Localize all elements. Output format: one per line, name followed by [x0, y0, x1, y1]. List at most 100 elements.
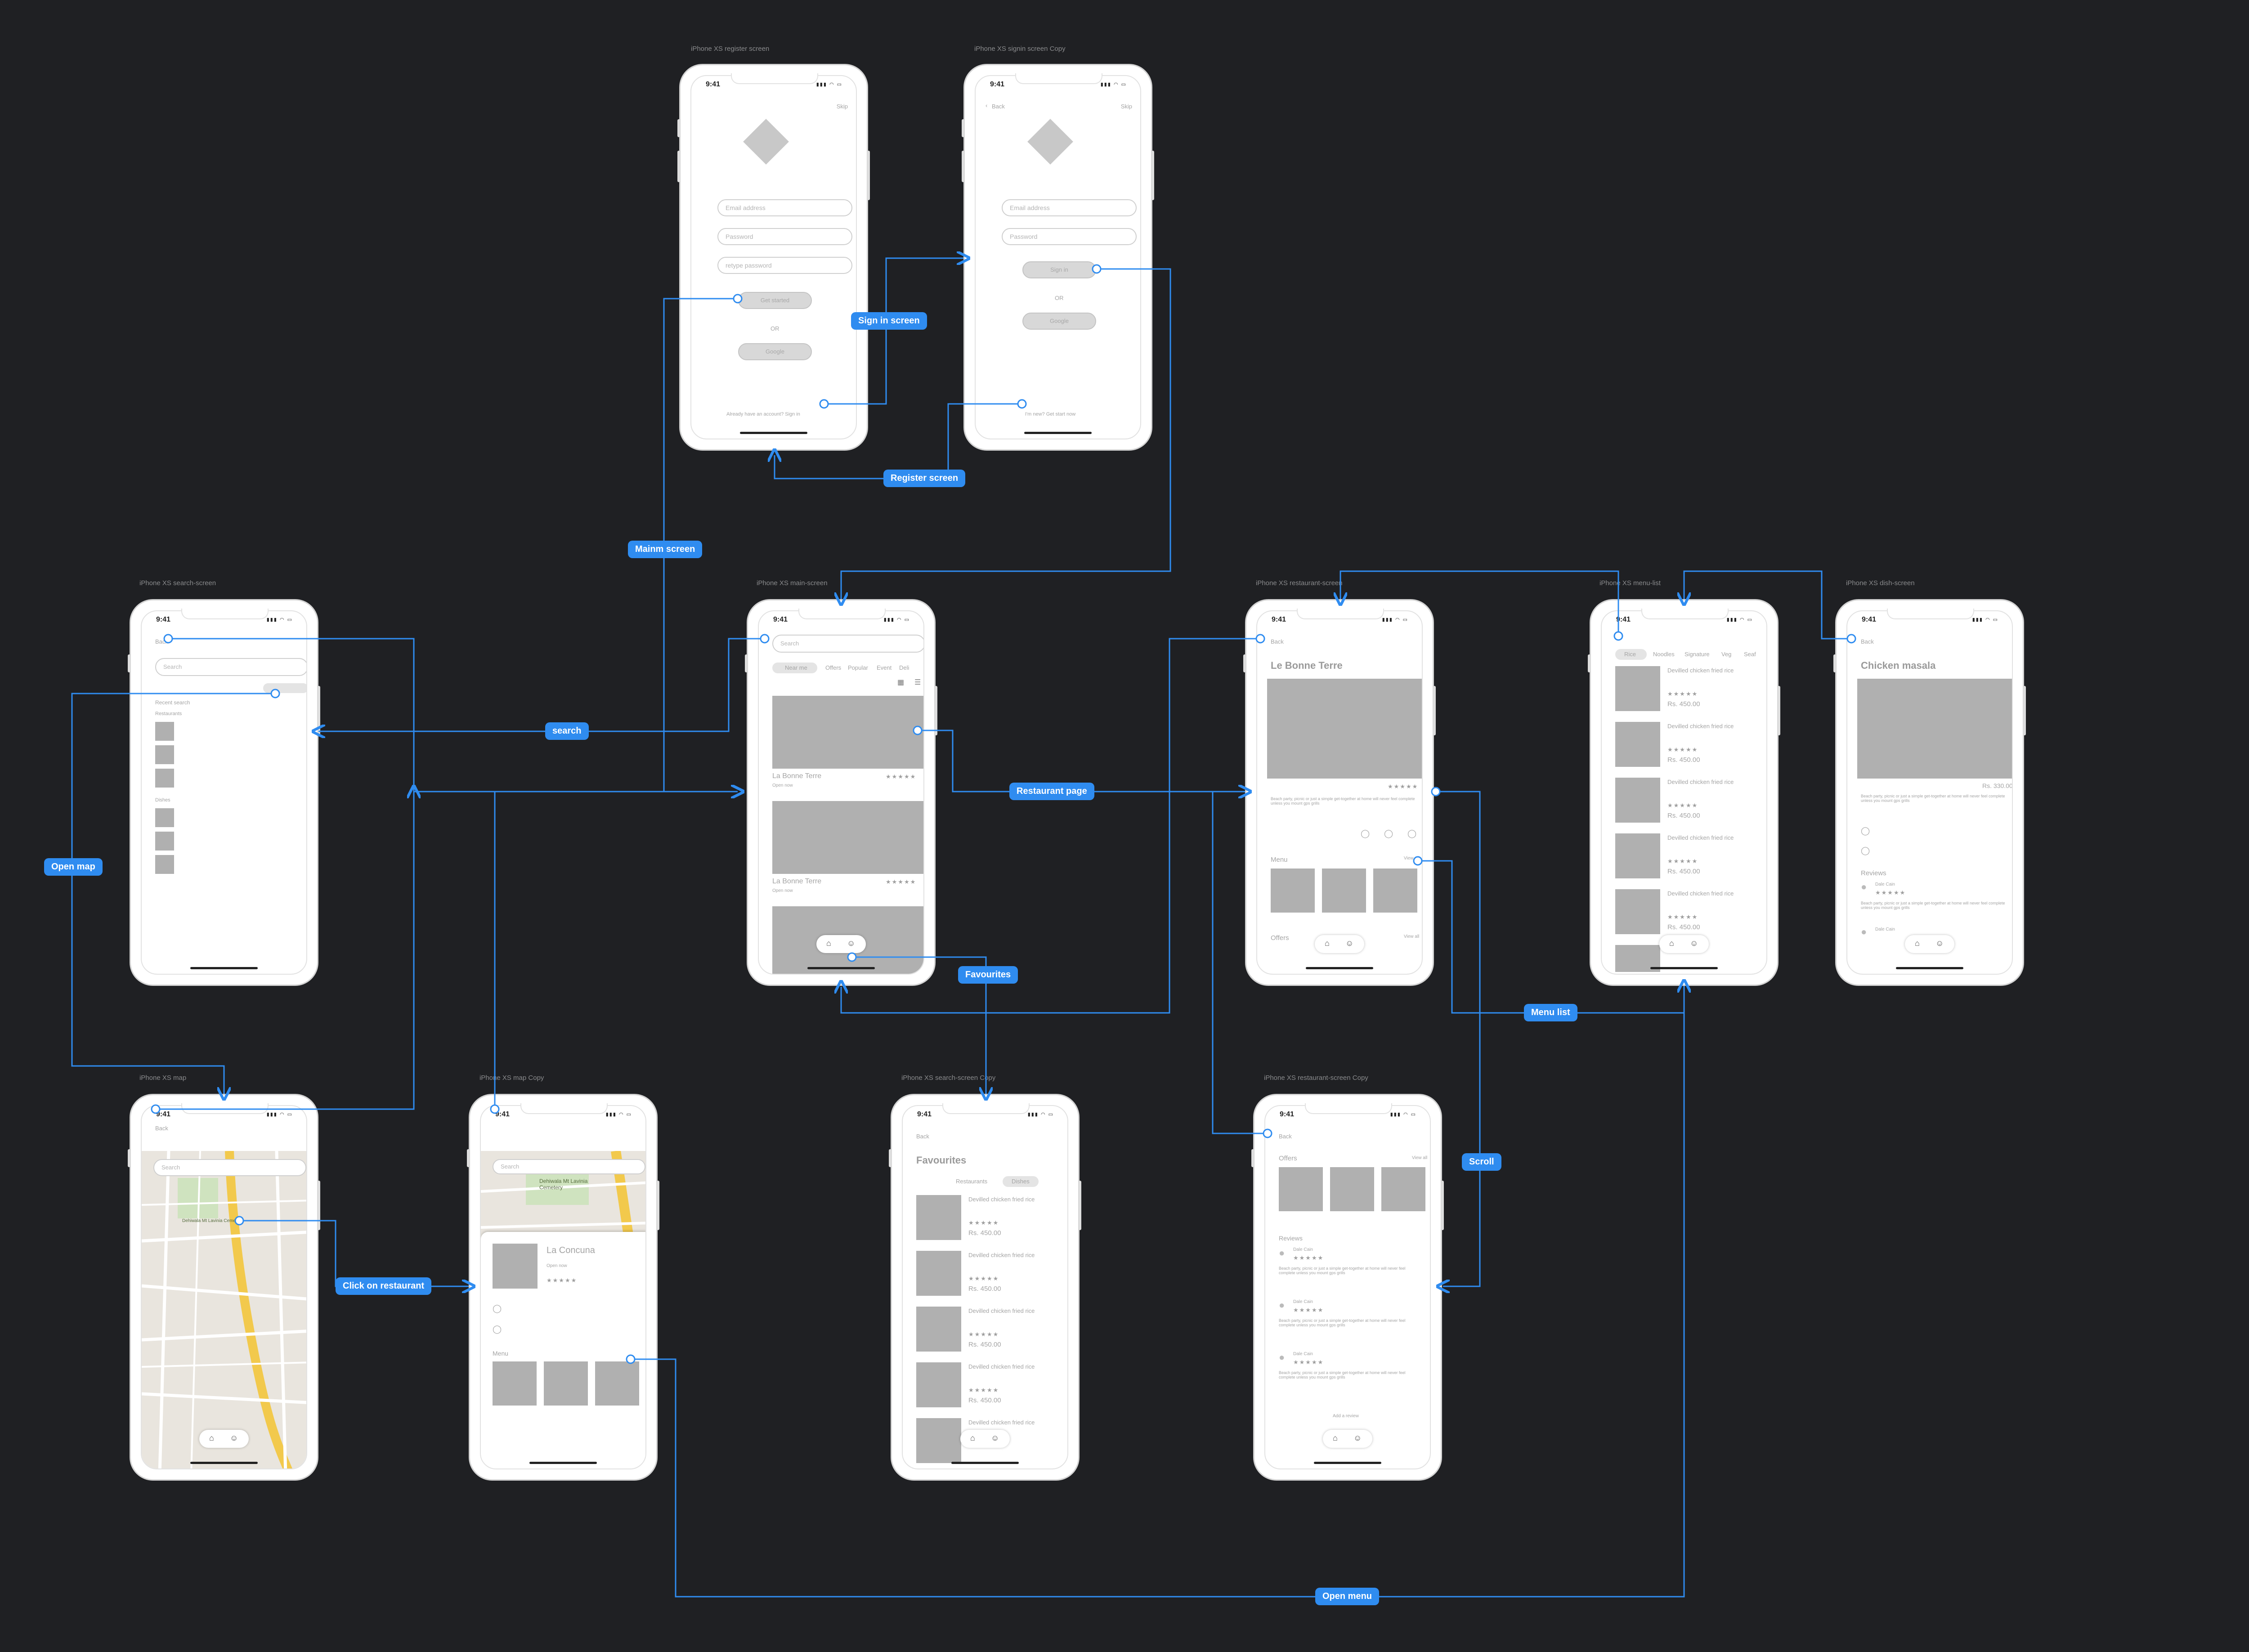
tab-seafood[interactable]: Seaf — [1744, 651, 1756, 658]
view-all-link[interactable]: View all — [1412, 1155, 1428, 1160]
tab-deli[interactable]: Deli — [899, 664, 909, 671]
dish-thumb[interactable] — [1615, 833, 1660, 878]
map-view[interactable]: Dehiwala Mt Lavinia Cemetery — [142, 1151, 306, 1468]
profile-icon[interactable]: ☺ — [230, 1433, 238, 1442]
tab-event[interactable]: Event — [877, 664, 892, 671]
profile-icon[interactable]: ☺ — [1935, 939, 1944, 948]
menu-item-thumb[interactable] — [1373, 869, 1417, 913]
offer-thumb[interactable] — [1330, 1167, 1374, 1211]
dish-thumb[interactable] — [916, 1195, 961, 1240]
dish-thumb[interactable] — [916, 1418, 961, 1463]
search-input[interactable]: Search — [772, 635, 923, 653]
result-thumb[interactable] — [155, 832, 174, 851]
result-thumb[interactable] — [155, 808, 174, 827]
dish-thumb[interactable] — [1615, 666, 1660, 711]
dish-name[interactable]: Devilled chicken fried rice — [968, 1363, 1035, 1370]
tab-dishes[interactable] — [1003, 1176, 1039, 1187]
back-link[interactable]: Back — [155, 1125, 168, 1132]
dish-thumb[interactable] — [916, 1307, 961, 1352]
result-thumb[interactable] — [155, 769, 174, 788]
home-icon[interactable]: ⌂ — [209, 1433, 214, 1442]
restaurant-card-title[interactable]: La Bonne Terre — [772, 877, 822, 885]
tab-rice[interactable] — [1615, 649, 1647, 660]
dish-name[interactable]: Devilled chicken fried rice — [968, 1252, 1035, 1258]
home-icon[interactable]: ⌂ — [970, 1433, 975, 1442]
home-icon[interactable]: ⌂ — [1325, 939, 1330, 948]
new-here-link[interactable]: I'm new? Get start now — [1025, 412, 1076, 417]
email-field[interactable]: Email address — [717, 199, 852, 216]
tab-popular[interactable]: Popular — [848, 664, 868, 671]
view-all-link[interactable]: View all — [1404, 934, 1420, 939]
dish-name[interactable]: Devilled chicken fried rice — [1667, 667, 1734, 674]
search-input[interactable]: Search — [493, 1159, 645, 1174]
dish-thumb[interactable] — [1615, 778, 1660, 823]
profile-icon[interactable]: ☺ — [991, 1433, 999, 1442]
dish-name[interactable]: Devilled chicken fried rice — [1667, 834, 1734, 841]
share-icon[interactable]: ◯ — [1407, 829, 1417, 838]
back-link[interactable]: Back — [1271, 638, 1284, 645]
result-thumb[interactable] — [155, 855, 174, 874]
have-account-link[interactable]: Already have an account? Sign in — [726, 412, 800, 417]
restaurant-card-image[interactable] — [772, 801, 923, 874]
dish-thumb[interactable] — [916, 1362, 961, 1407]
location-icon[interactable]: ◯ — [1384, 829, 1393, 838]
skip-link[interactable]: Skip — [1120, 103, 1132, 110]
dish-name[interactable]: Devilled chicken fried rice — [968, 1307, 1035, 1314]
menu-item-thumb[interactable] — [1271, 869, 1315, 913]
result-thumb[interactable] — [155, 745, 174, 764]
home-icon[interactable]: ⌂ — [1333, 1433, 1338, 1442]
result-thumb[interactable] — [155, 722, 174, 741]
offer-thumb[interactable] — [1381, 1167, 1425, 1211]
home-icon[interactable]: ⌂ — [826, 939, 831, 948]
back-link[interactable]: Back — [1279, 1133, 1292, 1140]
profile-icon[interactable]: ☺ — [1353, 1433, 1362, 1442]
menu-item-thumb[interactable] — [493, 1361, 537, 1406]
tab-noodles[interactable]: Noodles — [1653, 651, 1675, 658]
call-icon[interactable]: ◯ — [1861, 826, 1870, 835]
dish-thumb[interactable] — [1615, 722, 1660, 767]
back-link[interactable]: Back — [992, 103, 1005, 110]
share-icon[interactable]: ◯ — [1861, 846, 1870, 855]
profile-icon[interactable]: ☺ — [1690, 939, 1698, 948]
dish-name[interactable]: Devilled chicken fried rice — [968, 1196, 1035, 1203]
dish-thumb[interactable] — [1615, 889, 1660, 934]
search-input[interactable]: Search — [153, 1159, 306, 1176]
skip-link[interactable]: Skip — [836, 103, 848, 110]
email-field[interactable]: Email address — [1002, 199, 1137, 216]
back-link[interactable]: Back — [1861, 638, 1874, 645]
password-field[interactable]: Password — [1002, 228, 1137, 245]
search-input[interactable]: Search — [155, 658, 306, 676]
google-button[interactable]: Google — [738, 343, 812, 360]
menu-item-thumb[interactable] — [595, 1361, 639, 1406]
offer-thumb[interactable] — [1279, 1167, 1323, 1211]
dish-name[interactable]: Devilled chicken fried rice — [1667, 723, 1734, 730]
call-icon[interactable]: ◯ — [1361, 829, 1370, 838]
grid-view-icon[interactable]: ▦ — [897, 679, 905, 686]
profile-icon[interactable]: ☺ — [847, 939, 856, 948]
dish-name[interactable]: Devilled chicken fried rice — [1667, 779, 1734, 785]
home-icon[interactable]: ⌂ — [1915, 939, 1920, 948]
dish-name[interactable]: Devilled chicken fried rice — [1667, 890, 1734, 897]
restaurant-preview-card[interactable]: La Concuna Open now ★★★★★ ◯ ◯ Menu — [481, 1232, 645, 1468]
password-field[interactable]: Password — [717, 228, 852, 245]
list-view-icon[interactable]: ☰ — [914, 679, 921, 686]
tab-restaurants[interactable]: Restaurants — [956, 1178, 988, 1185]
dish-name[interactable]: Devilled chicken fried rice — [968, 1419, 1035, 1426]
profile-icon[interactable]: ☺ — [1345, 939, 1354, 948]
tab-veg[interactable]: Veg — [1721, 651, 1732, 658]
chevron-left-icon[interactable]: ‹ — [986, 102, 988, 109]
share-icon[interactable]: ◯ — [493, 1325, 502, 1334]
tab-signature[interactable]: Signature — [1685, 651, 1710, 658]
retype-password-field[interactable]: retype password — [717, 257, 852, 274]
google-button[interactable]: Google — [1022, 313, 1096, 330]
get-started-button[interactable]: Get started — [738, 292, 812, 309]
view-all-link[interactable]: View all — [1404, 856, 1420, 861]
tab-near-me[interactable] — [772, 663, 817, 673]
menu-item-thumb[interactable] — [1322, 869, 1366, 913]
tab-offers[interactable]: Offers — [825, 664, 842, 671]
call-icon[interactable]: ◯ — [493, 1304, 502, 1313]
menu-item-thumb[interactable] — [544, 1361, 588, 1406]
restaurant-card-image[interactable] — [772, 696, 923, 769]
home-icon[interactable]: ⌂ — [1669, 939, 1674, 948]
dish-thumb[interactable] — [916, 1251, 961, 1296]
